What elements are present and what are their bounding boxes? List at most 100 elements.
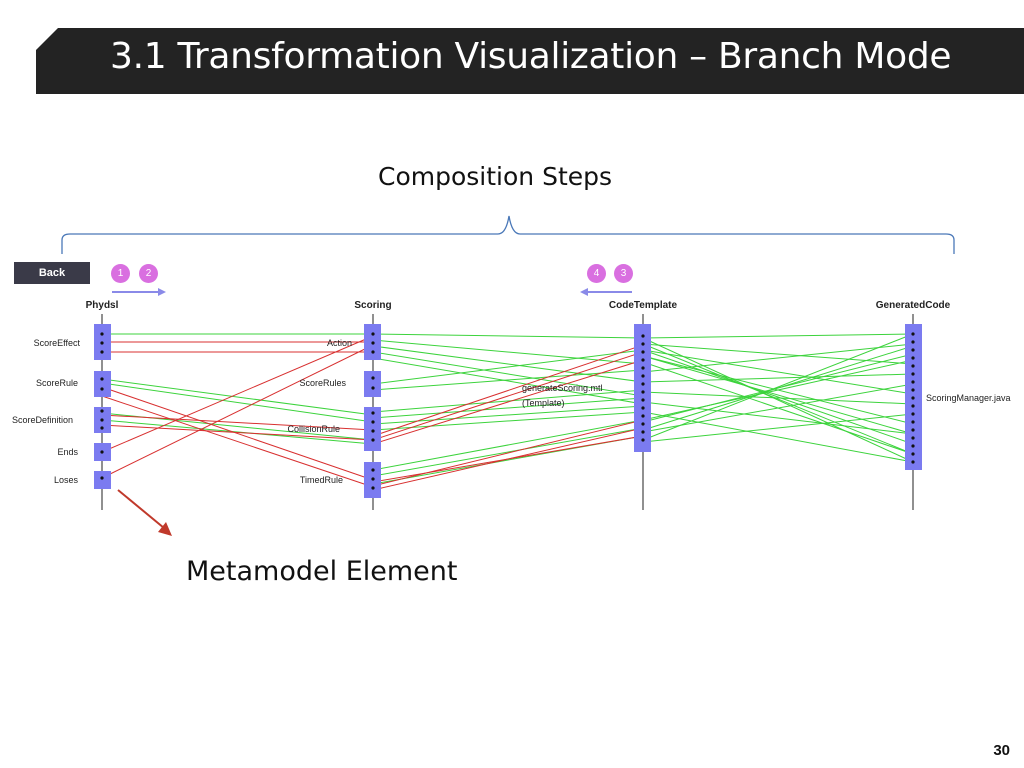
connector-dot (641, 358, 645, 362)
link-green (642, 383, 914, 433)
column-header-scoring: Scoring (354, 300, 392, 311)
connector-dot (371, 332, 375, 336)
link-green (372, 419, 644, 471)
connector-dot (911, 364, 915, 368)
connector-dot (641, 366, 645, 370)
link-green (642, 401, 914, 435)
link-green (642, 355, 914, 435)
link-green (372, 345, 644, 383)
link-red (372, 435, 644, 483)
connector-dot (911, 396, 915, 400)
node-label-collisionrule: CollisionRule (287, 424, 340, 434)
node-label-action: Action (326, 338, 352, 348)
connector-dot (911, 380, 915, 384)
connector-dot (641, 422, 645, 426)
connector-dot (100, 332, 104, 336)
connector-dot (371, 341, 375, 345)
links-red (101, 335, 644, 491)
block-scorerules[interactable] (364, 371, 381, 397)
connector-dot (911, 332, 915, 336)
connector-dot (911, 460, 915, 464)
connector-dot (100, 387, 104, 391)
connector-dot (371, 386, 375, 390)
link-green (101, 382, 374, 423)
backward-arrow[interactable] (580, 288, 632, 296)
link-red (101, 424, 374, 441)
node-blocks (94, 324, 922, 498)
link-red (101, 335, 374, 453)
connector-dot (641, 334, 645, 338)
slide-title: 3.1 Transformation Visualization – Branc… (110, 36, 952, 77)
link-green (372, 333, 644, 339)
connector-dot (641, 414, 645, 418)
link-green (372, 397, 644, 419)
link-red (372, 351, 644, 441)
connector-dot (641, 390, 645, 394)
connector-dot (641, 438, 645, 442)
link-green (372, 351, 644, 397)
link-green (642, 349, 914, 395)
link-green (372, 427, 644, 477)
link-green (642, 359, 914, 421)
link-green (642, 333, 914, 441)
node-label-scorerules: ScoreRules (299, 378, 346, 388)
connector-dot (641, 342, 645, 346)
step-1-button[interactable]: 1 (111, 264, 130, 283)
metamodel-arrow (117, 489, 172, 536)
column-header-codetemplate: CodeTemplate (608, 300, 678, 311)
node-label-ends: Ends (57, 447, 78, 457)
link-green (642, 411, 914, 463)
step-3-button[interactable]: 3 (614, 264, 633, 283)
page-number: 30 (993, 742, 1010, 759)
node-label-scoredefinition: ScoreDefinition (11, 415, 73, 425)
node-label-scorerule: ScoreRule (35, 378, 78, 388)
link-green (372, 389, 644, 413)
connector-dot (100, 418, 104, 422)
composition-bracket (61, 215, 955, 254)
links-green (101, 333, 914, 485)
node-label-scoreeffect: ScoreEffect (33, 338, 80, 348)
forward-arrow[interactable] (112, 288, 166, 296)
connector-dot (641, 406, 645, 410)
connector-dot (100, 409, 104, 413)
connector-dot (371, 429, 375, 433)
node-label-scoringmanager: ScoringManager.java (926, 393, 1011, 403)
block-scorerule[interactable] (94, 371, 111, 397)
connector-dot (371, 420, 375, 424)
block-template[interactable] (634, 324, 651, 452)
link-green (372, 411, 644, 431)
link-green (642, 343, 914, 365)
column-header-physdsl: Phydsl (85, 300, 119, 311)
connector-dot (371, 486, 375, 490)
connector-dot (641, 430, 645, 434)
title-bar-shape (36, 28, 1024, 94)
connector-dot (911, 412, 915, 416)
connector-dot (911, 428, 915, 432)
connector-dot (371, 468, 375, 472)
step-4-button[interactable]: 4 (587, 264, 606, 283)
connector-dot (100, 341, 104, 345)
column-header-generatedcode: GeneratedCode (875, 300, 951, 311)
link-green (372, 349, 644, 385)
link-red (101, 386, 374, 481)
connector-dot (100, 350, 104, 354)
node-label-generatescoring: generateScoring.mtl (522, 383, 603, 393)
step-2-button[interactable]: 2 (139, 264, 158, 283)
metamodel-element-label: Metamodel Element (186, 556, 458, 587)
block-loses[interactable] (94, 471, 111, 489)
block-collisionrule[interactable] (364, 407, 381, 451)
connector-dot (641, 382, 645, 386)
connector-dots (100, 332, 915, 490)
link-green (642, 333, 914, 339)
connector-dot (371, 350, 375, 354)
node-label-timedrule: TimedRule (299, 475, 343, 485)
link-green (372, 369, 644, 391)
connector-dot (911, 420, 915, 424)
link-green (642, 337, 914, 463)
back-button[interactable]: Back (14, 262, 90, 284)
connector-dot (641, 350, 645, 354)
link-red (101, 344, 374, 479)
link-green (101, 378, 374, 416)
connector-dot (100, 450, 104, 454)
connector-dot (911, 436, 915, 440)
